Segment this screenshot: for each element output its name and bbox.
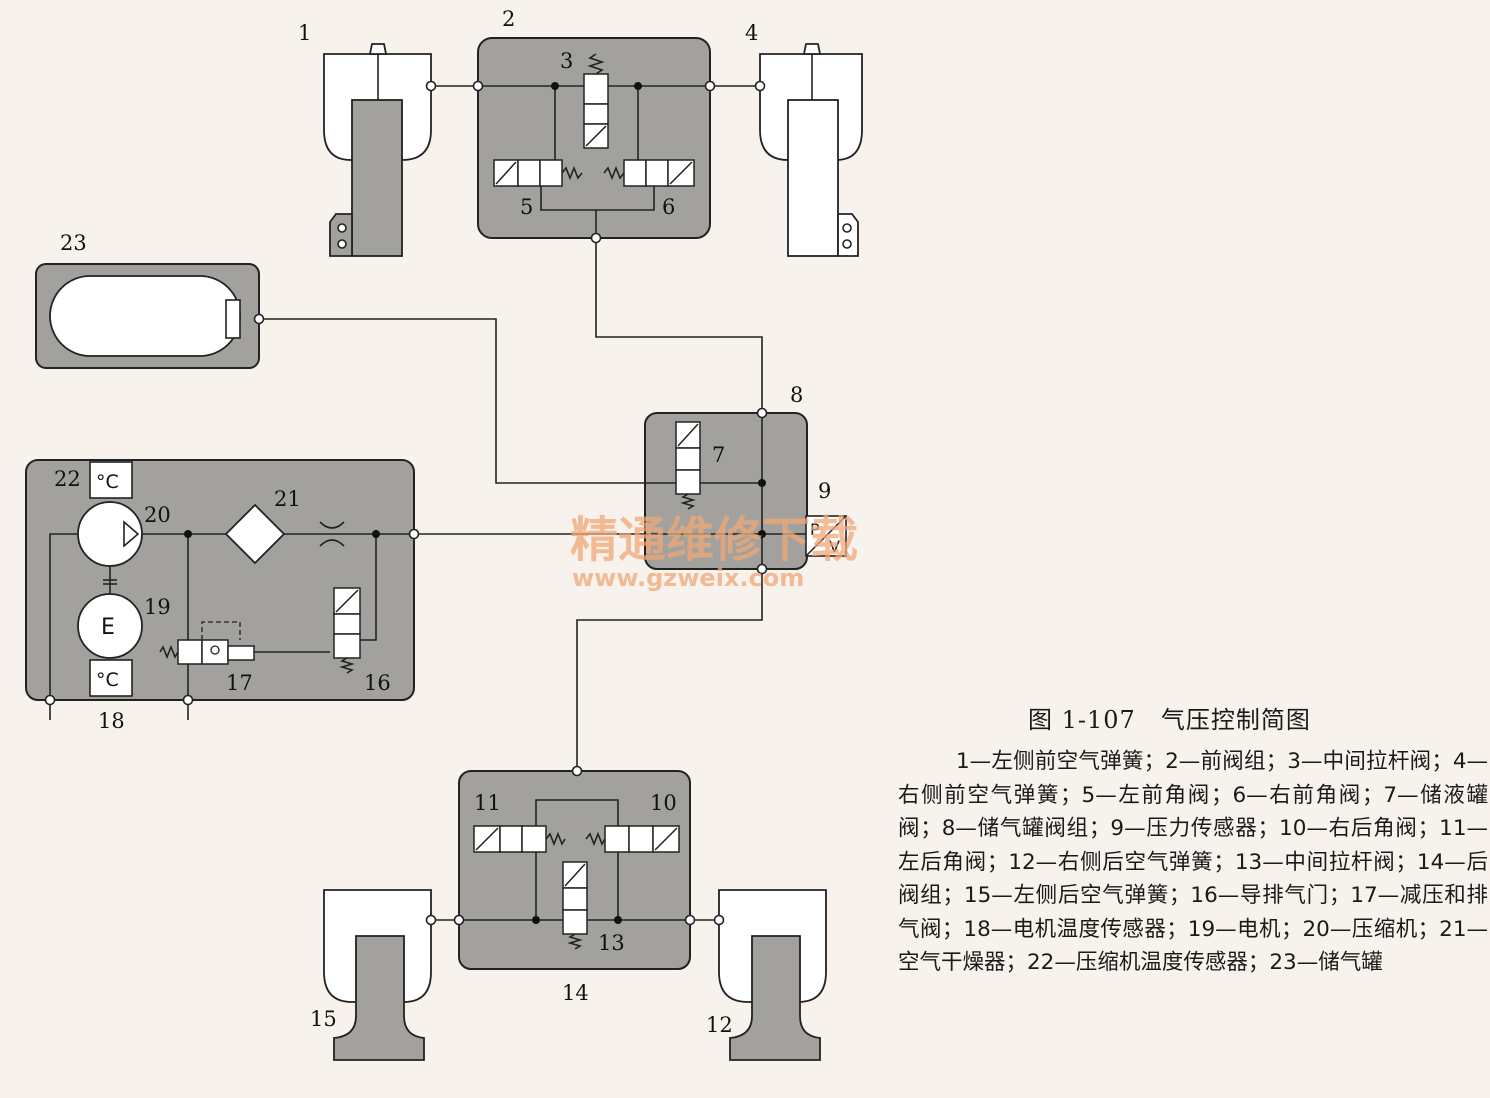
- caption-body: 1—左侧前空气弹簧；2—前阀组；3—中间拉杆阀；4—右侧前空气弹簧；5—左前角阀…: [898, 749, 1488, 975]
- label-17: 17: [226, 671, 253, 695]
- rear-valve-group: [453, 765, 696, 970]
- right-rear-air-spring: [713, 889, 827, 1061]
- label-23: 23: [60, 231, 87, 255]
- motor-symbol: E: [101, 615, 115, 640]
- label-5: 5: [520, 195, 533, 219]
- label-12: 12: [706, 1013, 733, 1037]
- caption-title: 图 1-107 气压控制简图: [1028, 706, 1311, 734]
- front-valve-group: [472, 37, 716, 244]
- right-front-corner-valve-6: [603, 159, 695, 187]
- label-11: 11: [474, 791, 501, 815]
- label-2: 2: [502, 7, 515, 31]
- air-reservoir: [35, 263, 265, 369]
- label-7: 7: [712, 443, 725, 467]
- right-front-air-spring: [754, 43, 863, 257]
- figure-caption: 图 1-107 气压控制简图 1—左侧前空气弹簧；2—前阀组；3—中间拉杆阀；4…: [898, 700, 1488, 980]
- watermark-line2: www.gzweix.com: [572, 564, 804, 592]
- label-8: 8: [790, 383, 803, 407]
- label-4: 4: [745, 21, 758, 45]
- motor-temp-symbol: °C: [96, 669, 119, 691]
- compressor-unit: °C E °C: [25, 459, 420, 706]
- reservoir-valve-7: [675, 421, 701, 510]
- left-rear-air-spring: [323, 889, 437, 1061]
- label-9: 9: [818, 479, 831, 503]
- watermark: 精通维修下载 www.gzweix.com: [570, 512, 858, 592]
- label-15: 15: [310, 1007, 337, 1031]
- left-rear-corner-valve-11: [473, 825, 566, 853]
- component-numbers: 1 2 3 4 5 6 7 8 9 10 11 12 13 14 15 16 1…: [54, 7, 831, 1037]
- sensor-p-symbol: P: [810, 520, 820, 539]
- label-10: 10: [650, 791, 677, 815]
- reservoir-valve-group: P V: [644, 407, 847, 575]
- pressure-sensor-9: P V: [805, 515, 847, 557]
- label-13: 13: [598, 931, 625, 955]
- label-19: 19: [144, 595, 171, 619]
- label-18: 18: [98, 709, 125, 733]
- center-rod-valve-3: [583, 53, 609, 149]
- left-front-corner-valve-5: [493, 159, 583, 187]
- pneumatic-lines: [49, 85, 763, 921]
- label-6: 6: [662, 195, 675, 219]
- label-3: 3: [560, 49, 573, 73]
- label-14: 14: [562, 981, 589, 1005]
- compressor-temp-symbol: °C: [96, 471, 119, 493]
- label-16: 16: [364, 671, 391, 695]
- right-rear-corner-valve-10: [585, 825, 680, 853]
- label-1: 1: [298, 21, 311, 45]
- label-22: 22: [54, 467, 81, 491]
- sensor-v-symbol: V: [829, 537, 840, 556]
- label-20: 20: [144, 503, 171, 527]
- left-front-air-spring: [323, 43, 437, 257]
- center-rod-valve-13: [562, 861, 588, 950]
- label-21: 21: [274, 487, 301, 511]
- watermark-line1: 精通维修下载: [570, 512, 858, 568]
